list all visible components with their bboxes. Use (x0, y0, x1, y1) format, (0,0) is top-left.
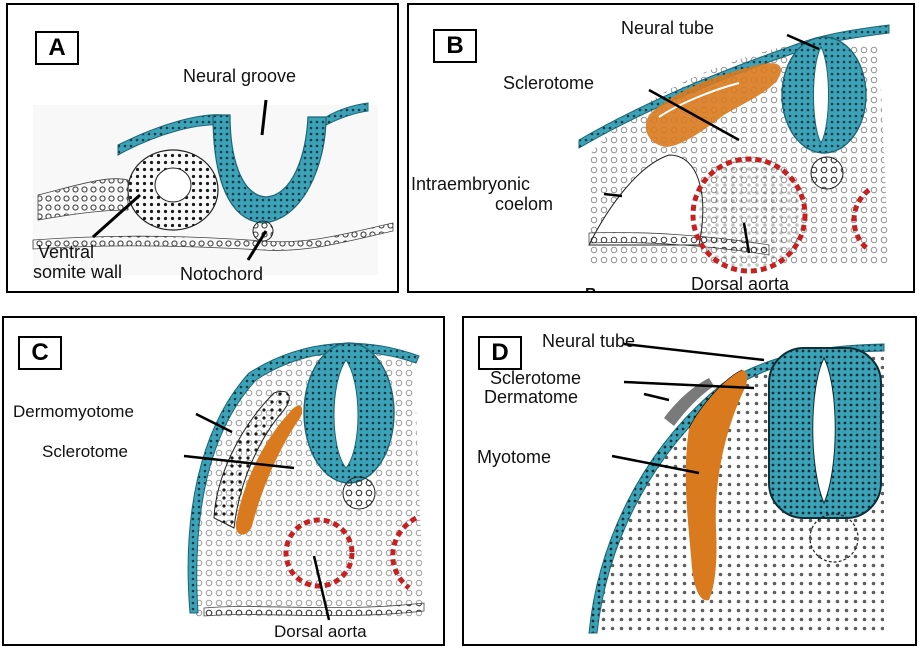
dorsal-aorta-label: Dorsal aorta (691, 274, 790, 293)
panel-a-letter: A (35, 31, 79, 65)
sclerotome-label: Sclerotome (42, 442, 128, 461)
neural-tube-label: Neural tube (621, 18, 715, 38)
ventral-somite-wall-label-2: somite wall (33, 262, 123, 282)
intraembryonic-coelom-label-2: coelom (495, 194, 554, 214)
panel-c: C Dermomyotome Sclerotome Dorsal aorta (2, 316, 445, 646)
dorsal-aorta-label: Dorsal aorta (274, 622, 367, 641)
intraembryonic-coelom-label-1: Intraembryonic (411, 174, 531, 194)
panel-b-letter: B (433, 29, 477, 63)
neural-groove-label: Neural groove (183, 66, 297, 86)
panel-d: D Neural tube Sclerotome Dermatome Myoto… (462, 316, 917, 646)
sclerotome-label: Sclerotome (503, 73, 595, 93)
panel-c-drawing (183, 342, 425, 621)
panel-c-letter: C (18, 336, 62, 370)
panel-b: B Neural tube Sclerotome Intraembryonic … (407, 3, 915, 293)
dermomyotome-label: Dermomyotome (13, 402, 134, 421)
ventral-somite-wall-label-1: Ventral (38, 242, 95, 262)
panel-b-drawing (578, 24, 890, 274)
panel-a-drawing (32, 99, 394, 275)
panel-d-letter: D (478, 336, 522, 370)
notochord-label: Notochord (180, 264, 264, 284)
sclerotome-label: Sclerotome (490, 368, 582, 388)
panel-a: A Neural groove Ventral somite wall Noto… (6, 3, 399, 293)
panel-d-drawing (588, 342, 885, 634)
dermatome-label: Dermatome (484, 387, 579, 407)
neural-tube-label: Neural tube (542, 331, 636, 351)
stray-b-label: B (585, 285, 597, 291)
myotome-label: Myotome (477, 447, 552, 467)
